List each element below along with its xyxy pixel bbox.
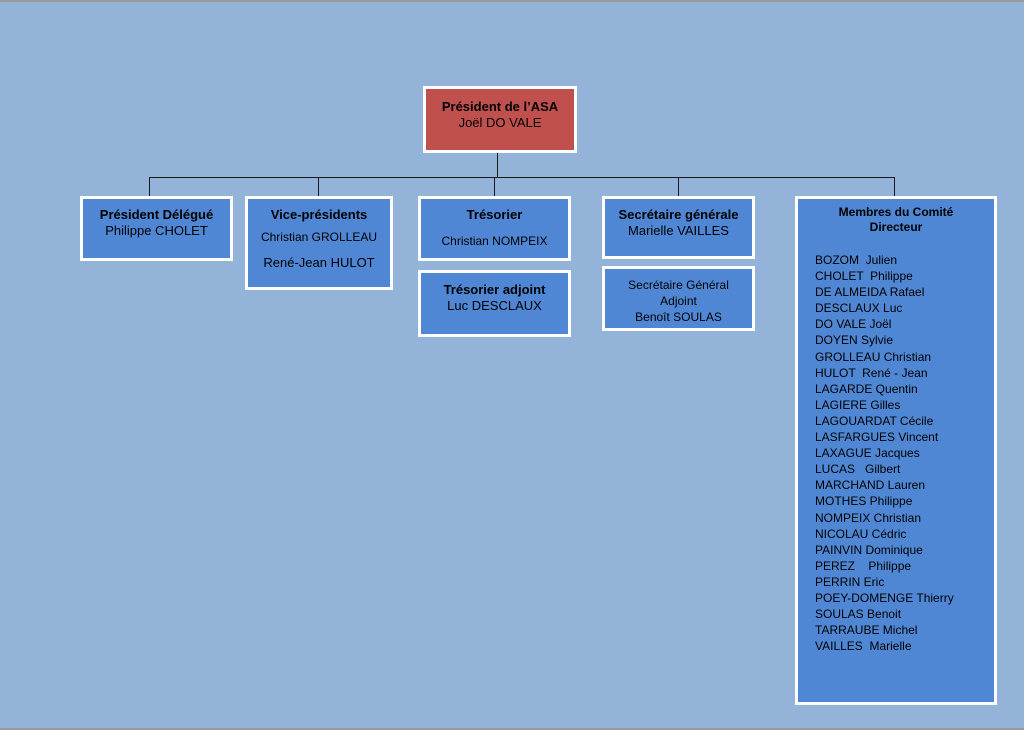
treasurer-name: Christian NOMPEIX — [441, 234, 548, 248]
assistant-treasurer-box: Trésorier adjoint Luc DESCLAUX — [418, 270, 571, 337]
committee-member: GROLLEAU Christian — [815, 349, 932, 364]
committee-member: LAXAGUE Jacques — [815, 446, 920, 461]
committee-member: DOYEN Sylvie — [815, 333, 894, 348]
committee-member: VAILLES Marielle — [815, 639, 912, 654]
assistant-treasurer-title: Trésorier adjoint — [443, 282, 546, 297]
president-name: Joël DO VALE — [458, 115, 542, 130]
secretary-box: Secrétaire générale Marielle VAILLES — [602, 196, 755, 259]
committee-box: Membres du Comité Directeur BOZOM Julien… — [795, 196, 997, 705]
connector-to-delegate — [149, 177, 150, 197]
committee-member: BOZOM Julien — [815, 253, 898, 267]
committee-member: LUCAS Gilbert — [815, 462, 901, 477]
treasurer-title: Trésorier — [466, 207, 523, 222]
vice-presidents-title: Vice-présidents — [270, 207, 368, 222]
president-title: Président de l’ASA — [441, 99, 559, 114]
committee-member: PAINVIN Dominique — [815, 542, 923, 557]
committee-member: MARCHAND Lauren — [815, 478, 926, 493]
president-box: Président de l’ASA Joël DO VALE — [423, 86, 577, 153]
committee-member: NICOLAU Cédric — [815, 526, 907, 541]
assistant-secretary-line-3: Benoît SOULAS — [635, 310, 722, 324]
assistant-treasurer-name: Luc DESCLAUX — [447, 298, 542, 313]
assistant-secretary-line-2: Adjoint — [660, 294, 697, 308]
connector-to-treasurer — [494, 177, 495, 197]
delegate-title: Président Délégué — [99, 207, 214, 222]
vice-president-name-2: René-Jean HULOT — [263, 255, 375, 270]
treasurer-box: Trésorier Christian NOMPEIX — [418, 196, 571, 261]
committee-title-line-2: Directeur — [869, 220, 923, 234]
committee-member: DO VALE Joël — [815, 317, 892, 332]
committee-member: LAGIERE Gilles — [815, 397, 901, 412]
delegate-name: Philippe CHOLET — [105, 223, 208, 238]
connector-to-secretary — [678, 177, 679, 197]
connector-president-down — [497, 152, 498, 178]
vice-president-name-1: Christian GROLLEAU — [260, 230, 378, 244]
assistant-secretary-line-1: Secrétaire Général — [628, 278, 729, 292]
connector-to-vice-presidents — [318, 177, 319, 197]
delegate-box: Président Délégué Philippe CHOLET — [80, 196, 233, 261]
committee-member: SOULAS Benoit — [815, 607, 902, 622]
committee-member: LAGARDE Quentin — [815, 381, 918, 396]
committee-title-line-1: Membres du Comité — [838, 205, 954, 219]
committee-member: DESCLAUX Luc — [815, 301, 903, 316]
committee-member: MOTHES Philippe — [815, 494, 913, 509]
committee-member: HULOT René - Jean — [815, 365, 928, 380]
committee-member: PERRIN Eric — [815, 574, 885, 589]
assistant-secretary-box: Secrétaire Général Adjoint Benoît SOULAS — [602, 266, 755, 331]
committee-member: POEY-DOMENGE Thierry — [815, 590, 954, 605]
vice-presidents-box: Vice-présidents Christian GROLLEAU René-… — [245, 196, 393, 290]
committee-member: LAGOUARDAT Cécile — [815, 413, 934, 428]
committee-member: TARRAUBE Michel — [815, 623, 918, 638]
committee-member: DE ALMEIDA Rafael — [815, 285, 925, 300]
connector-horizontal-bar — [149, 177, 895, 178]
committee-member: CHOLET Philippe — [815, 269, 913, 284]
secretary-name: Marielle VAILLES — [628, 223, 729, 238]
connector-to-committee — [894, 177, 895, 197]
committee-member: PEREZ Philippe — [815, 558, 912, 573]
secretary-title: Secrétaire générale — [618, 207, 739, 222]
committee-member: NOMPEIX Christian — [815, 510, 922, 525]
committee-member: LASFARGUES Vincent — [815, 430, 939, 445]
